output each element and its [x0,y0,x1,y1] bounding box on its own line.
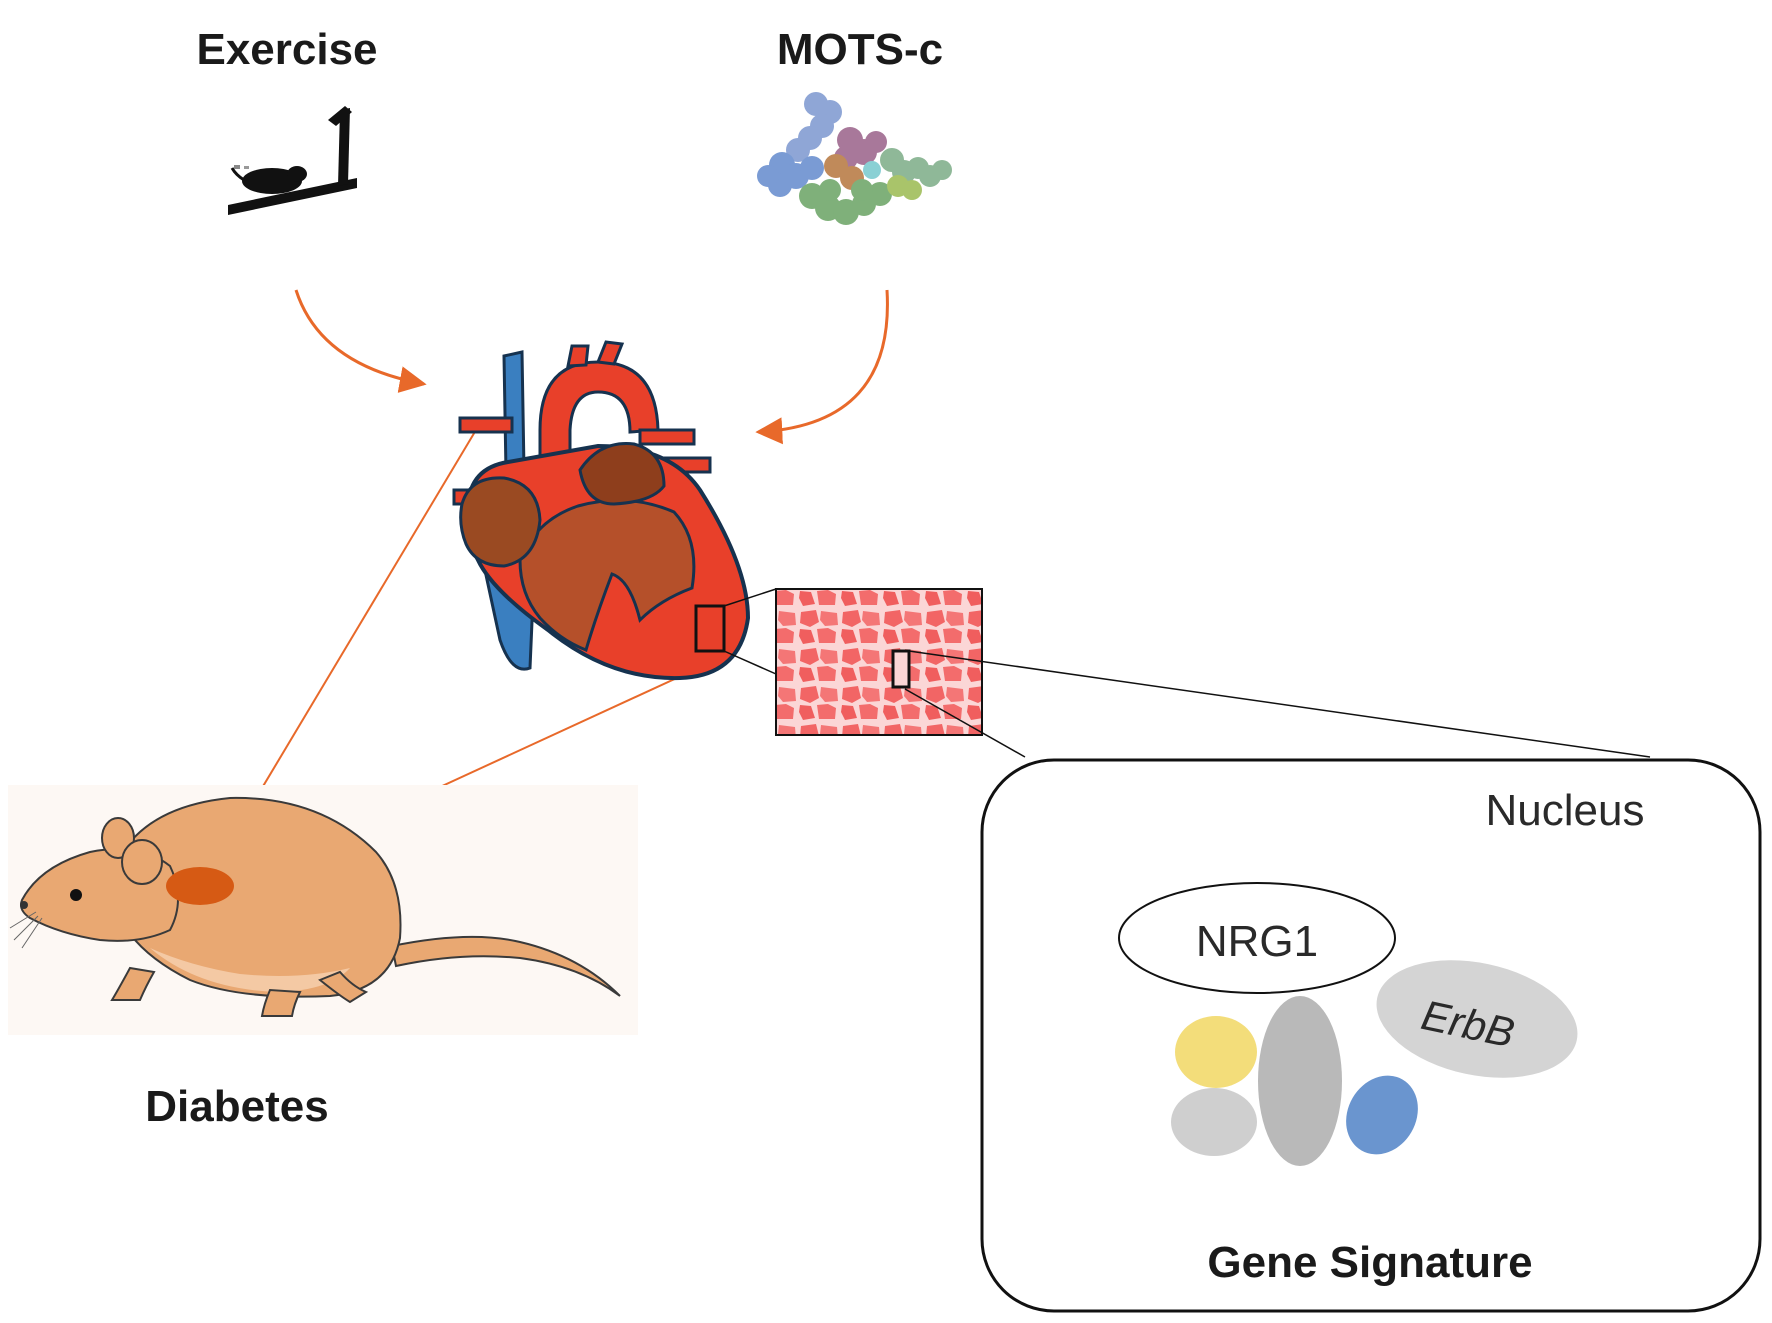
cardiac-tissue-panel [775,588,983,736]
tissue-sample-box [891,649,911,689]
mouse-icon [8,785,638,1035]
nucleus-label: Nucleus [1486,786,1645,835]
zoom-line-heart-top [723,588,777,607]
protein-yellow [1175,1016,1257,1088]
nrg1-label: NRG1 [1196,917,1318,966]
protein-blue [1346,1075,1418,1155]
treadmill-mouse-icon [228,106,357,215]
zoom-line-tissue-bottom [904,688,1026,758]
zoom-line-tissue-top [908,650,1651,758]
heart-sample-box [694,604,726,653]
nucleus-panel: Nucleus ErbB NRG1 Gene Signature [980,758,1762,1313]
mots-c-label: MOTS-c [777,25,943,74]
nrg1-ligand [1118,882,1396,994]
mots-c-arrow [755,289,889,445]
gene-signature-label: Gene Signature [1207,1238,1532,1287]
erbb-receptor [1376,960,1578,1078]
protein-gray-large [1258,996,1342,1166]
mouse-heart-spot [166,867,234,905]
protein-light-gray [1171,1088,1257,1156]
exercise-arrow [294,289,427,393]
heart-icon [452,340,751,681]
exercise-label: Exercise [196,25,377,74]
zoom-line-heart-bottom [723,650,777,675]
peptide-molecule-icon [757,92,952,225]
diabetes-label: Diabetes [145,1082,328,1131]
